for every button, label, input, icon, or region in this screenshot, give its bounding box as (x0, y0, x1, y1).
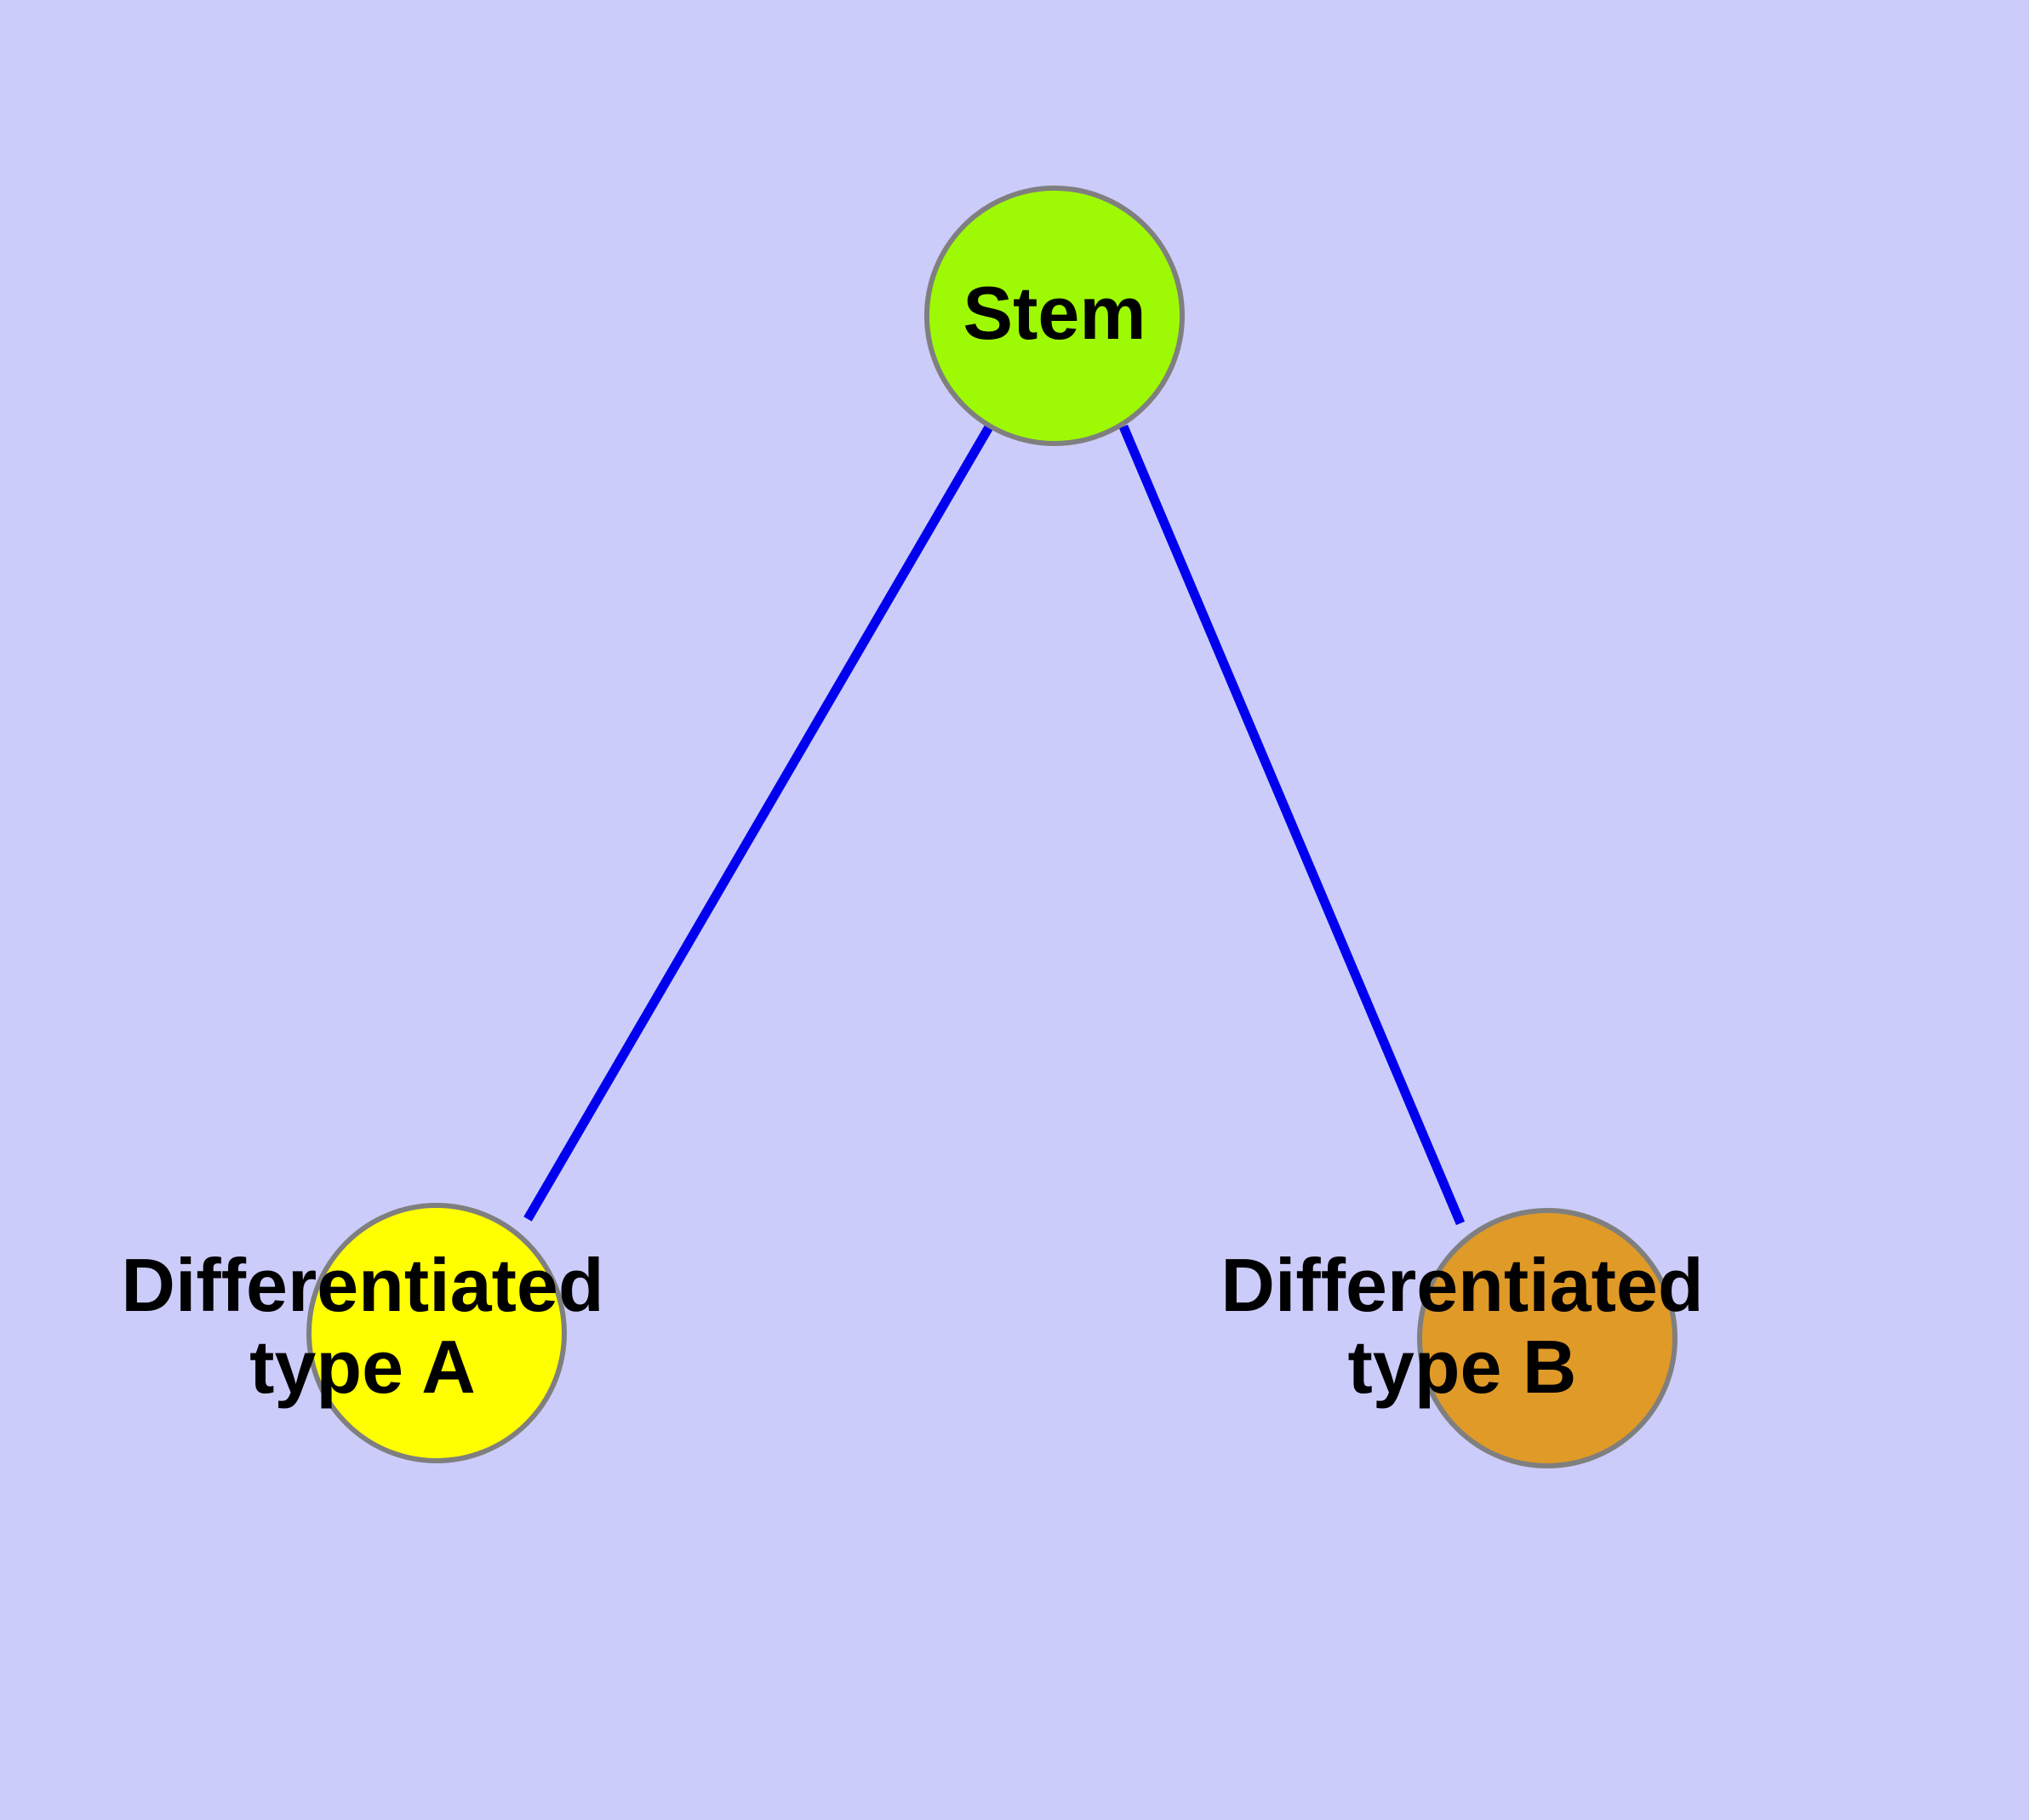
edge-stem-to-diff-a[interactable] (523, 423, 994, 1222)
node-label-line: Differentiated (121, 1243, 603, 1327)
edges-layer (523, 423, 1466, 1226)
node-circle-diff_b[interactable] (1417, 1208, 1677, 1468)
node-label-line: type A (249, 1325, 476, 1409)
node-circle-diff_a[interactable] (306, 1203, 567, 1463)
edge-stem-to-diff-b[interactable] (1118, 424, 1466, 1226)
node-label-line: Differentiated (1220, 1243, 1703, 1327)
node-label-stem: Stem (963, 271, 1146, 355)
node-circle-stem[interactable] (924, 186, 1185, 446)
node-label-line: type B (1348, 1325, 1577, 1409)
node-label-line: Stem (963, 271, 1146, 355)
